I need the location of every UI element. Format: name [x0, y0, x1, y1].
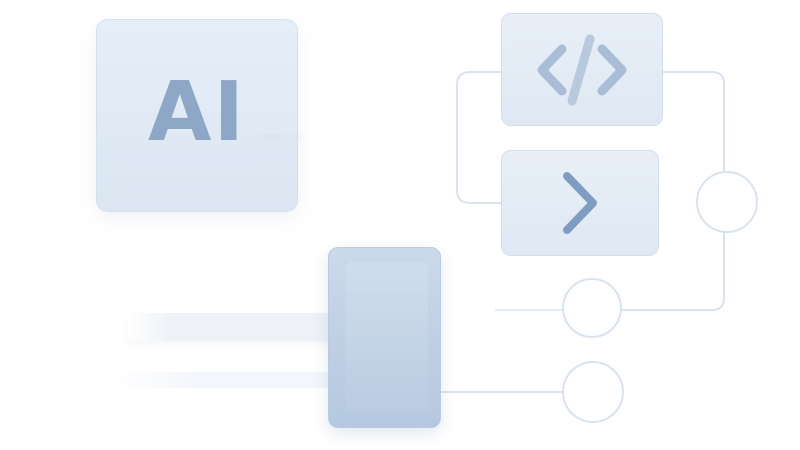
node-bottom	[562, 361, 624, 423]
node-right	[696, 171, 758, 233]
tall-block-inner	[345, 262, 428, 413]
code-brackets-icon	[537, 34, 627, 105]
ai-label: AI	[148, 65, 246, 160]
ai-tile: AI	[96, 19, 307, 212]
soft-bar-lower	[110, 372, 332, 388]
node-middle	[562, 278, 622, 338]
connector-left-loop	[456, 71, 501, 204]
tile-shine	[247, 134, 307, 142]
chevron-right-icon	[563, 172, 597, 234]
connector-right-bottom	[622, 231, 725, 311]
code-tile	[501, 13, 663, 126]
soft-bar-upper	[128, 313, 332, 341]
connector-top-right	[663, 71, 725, 172]
tall-block	[328, 247, 441, 428]
prompt-tile	[501, 150, 659, 256]
